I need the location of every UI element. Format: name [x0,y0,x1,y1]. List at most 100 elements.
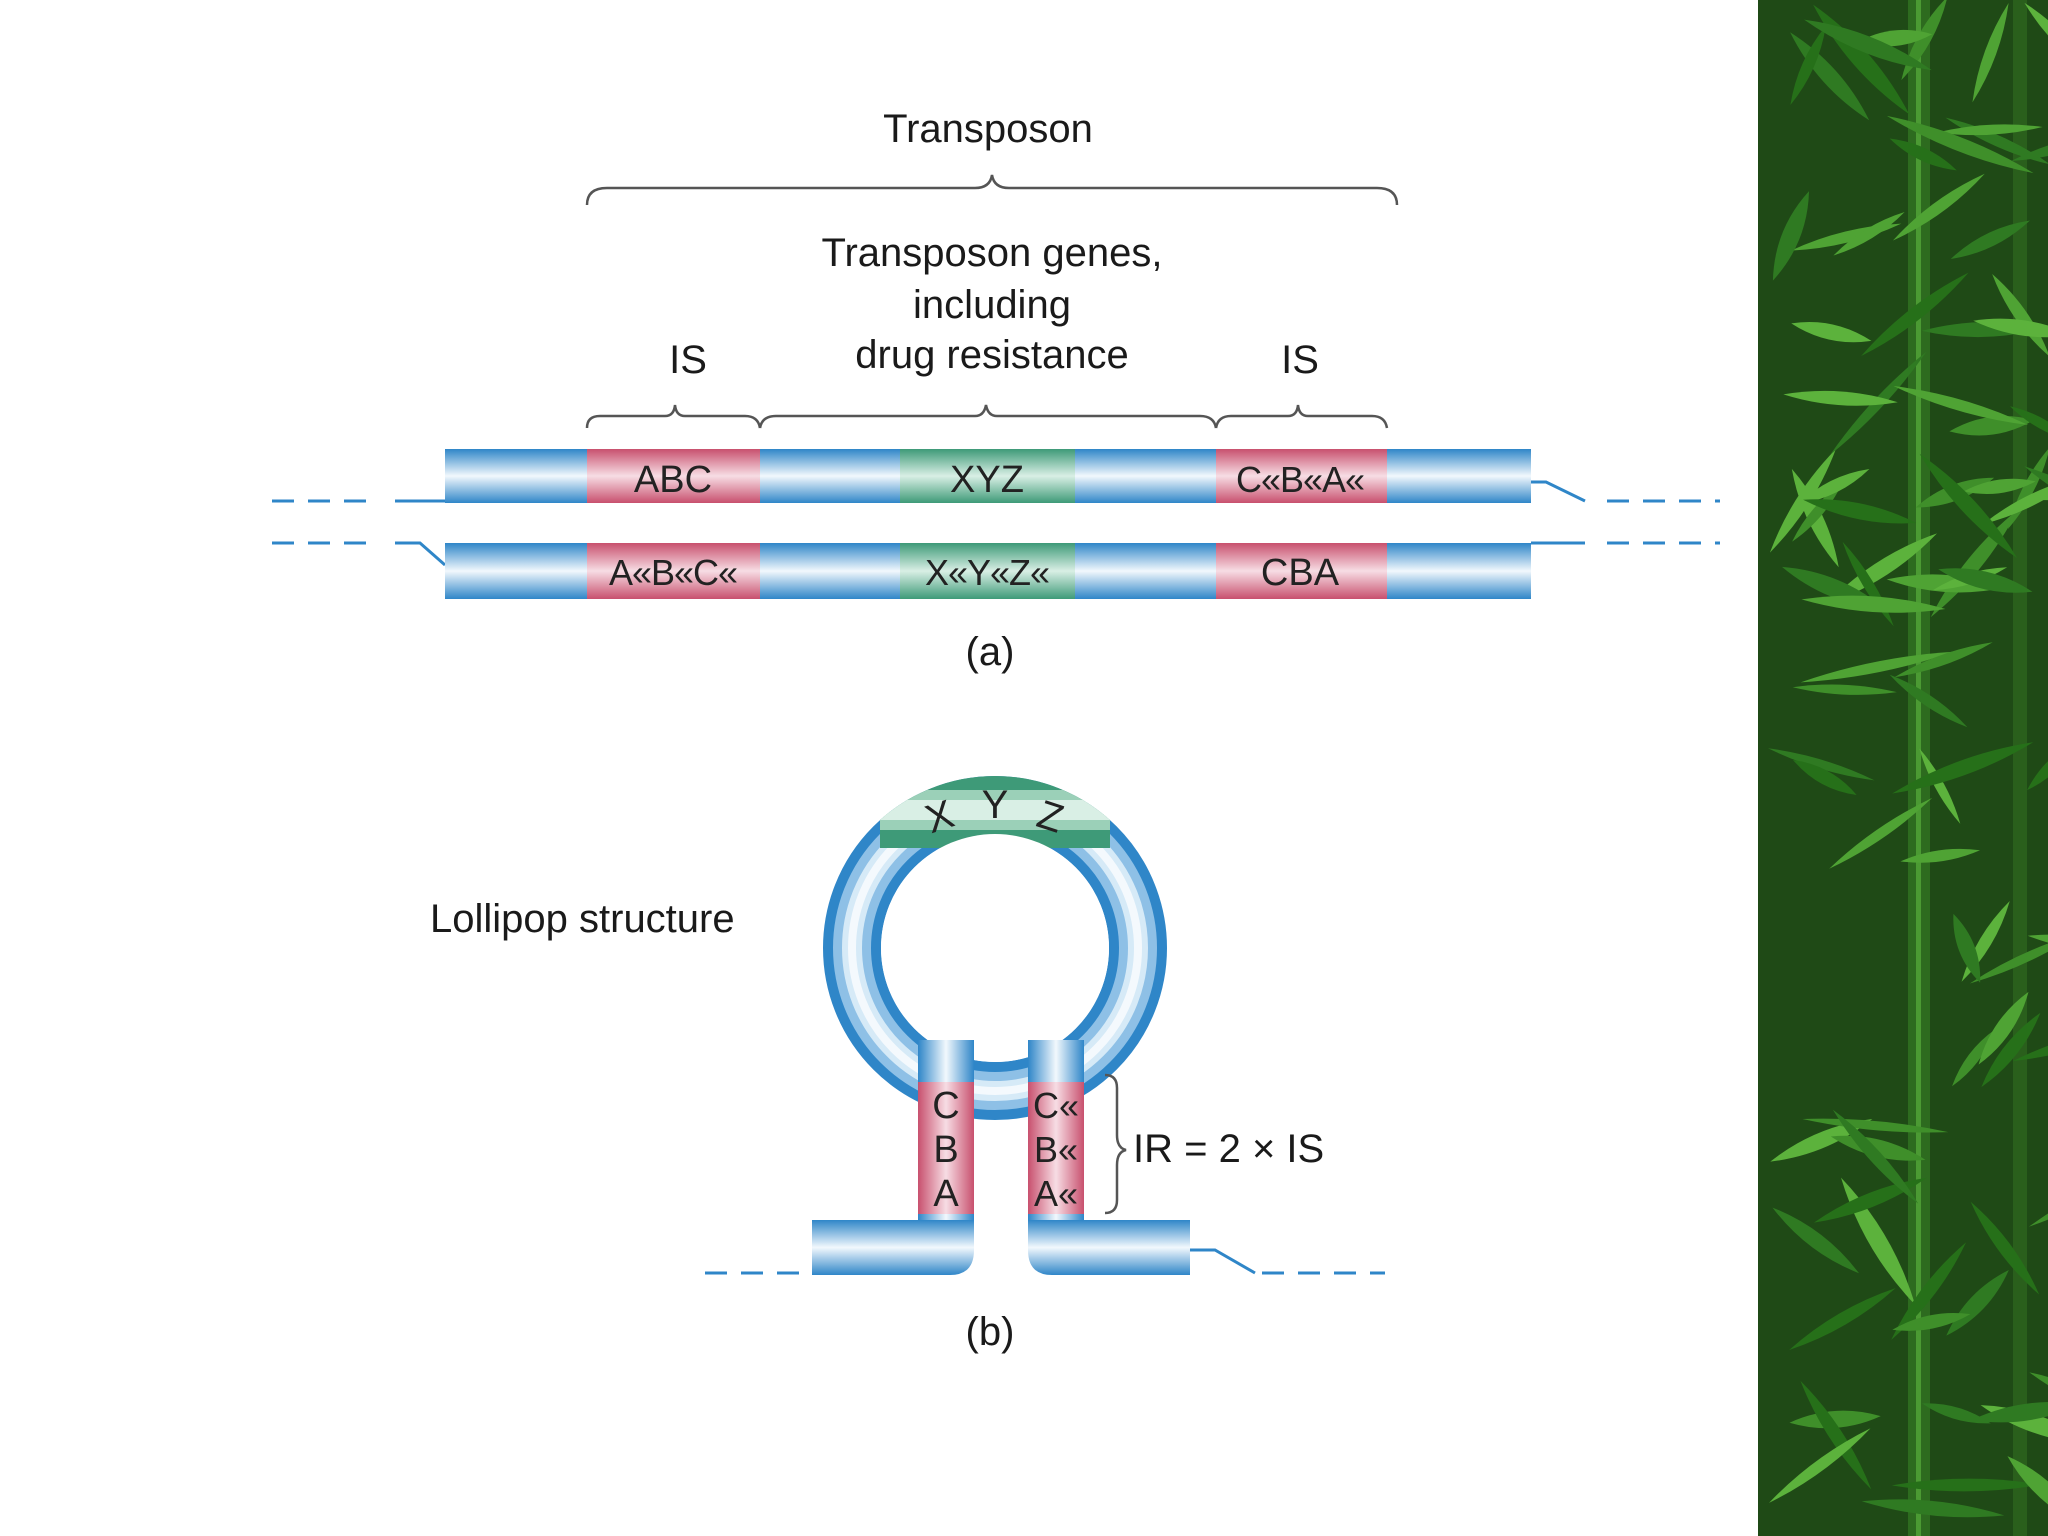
ir-label: IR = 2 × IS [1133,1127,1324,1171]
genes-label-line3: drug resistance [855,333,1128,377]
is-right-label: IS [1281,338,1319,382]
bamboo-leaf [1892,1313,1971,1331]
bamboo-leaf [1803,499,1917,524]
bamboo-leaf [1894,642,1993,678]
bamboo-leaf [1952,1029,1995,1087]
bamboo-leaf [1800,1380,1872,1490]
bamboo-leaf [1892,742,2034,794]
bamboo-leaf [1802,1118,1949,1133]
stem-letter: A« [1034,1173,1078,1214]
bamboo-leaf [2009,406,2048,442]
bamboo-leaf [1889,674,1968,728]
bamboo-leaf [1971,1402,2048,1423]
is-segment [1216,449,1387,503]
is-right-brace [1214,404,1389,429]
segment-label: CBA [1261,552,1340,594]
genes-label-line2: including [913,283,1071,327]
dna-strand-bottom: A«B«C« X«Y«Z« CBA [272,541,1720,599]
bamboo-leaf [1972,3,2009,103]
bamboo-leaf [1983,477,2048,525]
bamboo-leaf [1953,913,1981,983]
bamboo-leaf [1892,173,1985,241]
bamboo-leaf [1830,1135,1926,1161]
segment-label: XYZ [950,459,1024,501]
is-segment [587,449,760,503]
bamboo-leaf [1801,595,1946,613]
stem-letter: B« [1034,1129,1078,1170]
bamboo-leaf [2011,132,2048,162]
bamboo-leaf [1978,991,2029,1065]
bamboo-leaf [1970,1201,2040,1295]
is-left-label: IS [669,338,707,382]
bamboo-leaf [1798,468,1870,504]
bamboo-leaf [1900,848,1981,863]
bamboo-leaf [1981,1012,2041,1088]
transposon-brace [585,174,1399,206]
bamboo-decoration [1758,0,2048,1536]
bamboo-leaf [1833,212,1905,256]
loop-letter: Y [982,783,1009,827]
stem-letter: A [933,1173,959,1215]
is-segment [587,543,760,599]
segment-label: ABC [634,459,712,501]
bamboo-leaf [2027,739,2048,791]
bamboo-leaf [1790,25,1826,106]
bamboo-leaf [1919,453,2018,559]
lollipop-label: Lollipop structure [430,897,735,941]
segment-label: X«Y«Z« [925,552,1049,593]
stem-letter: C [932,1085,959,1127]
bamboo-leaf [1768,748,1875,781]
lollipop-structure: X Y Z C B A C« B« A« [705,776,1385,1275]
panel-a-label: (a) [966,630,1015,674]
bamboo-leaf [1832,1109,1919,1204]
bamboo-leaf [1919,748,1961,824]
bamboo-leaf [1769,1428,1871,1503]
bamboo-leaf [1946,1270,2009,1336]
segment-label: C«B«A« [1236,459,1364,500]
stem-letter: C« [1033,1085,1079,1126]
bamboo-leaf [1973,318,2048,338]
bamboo-leaf [1936,124,2043,136]
bamboo-leaf [1800,651,1954,683]
bamboo-leaf [1891,1478,2042,1492]
bamboo-leaf [1886,115,2034,174]
bamboo-leaf [1921,1403,1991,1424]
bamboo-leaf [1789,1288,1896,1350]
bamboo-leaf [2007,1456,2048,1527]
bamboo-leaf [2024,2,2048,74]
bamboo-leaf [1793,759,1857,795]
bamboo-leaf [1963,478,2036,495]
bamboo-leaf [1791,322,1872,343]
bamboo-leaf [1772,1207,1859,1274]
stem-is-right [1028,1082,1084,1214]
bamboo-leaf [1792,482,1843,542]
genes-label-line1: Transposon genes, [822,231,1163,275]
stem-is-left [918,1082,974,1214]
bamboo-leaf [1789,1410,1881,1429]
ir-brace [1104,1073,1127,1215]
bamboo-leaf [1861,1499,2005,1518]
bamboo-leaf [1861,272,1969,356]
bamboo-leaf [1891,1242,1967,1340]
bamboo-leaf [1889,138,1957,171]
bamboo-leaf [1938,568,2033,593]
is-segment [1216,543,1387,599]
bamboo-leaf [1783,390,1898,406]
bamboo-leaf [1826,533,1937,605]
stem-letter: B [933,1129,958,1171]
bamboo-leaf [1792,684,1897,695]
bamboo-leaf [1829,797,1933,869]
bamboo-leaf [1969,933,2048,984]
bamboo-leaf [1804,19,1932,71]
genes-brace [758,404,1218,429]
bamboo-leaf [1950,220,2030,259]
is-left-brace [585,404,762,429]
bamboo-leaf [1772,191,1810,281]
gene-segment [900,449,1075,503]
gene-segment [900,543,1075,599]
transposon-label: Transposon [883,107,1093,151]
bamboo-leaf [1813,1177,1927,1223]
segment-label: A«B«C« [609,552,737,593]
panel-b-label: (b) [966,1310,1015,1354]
